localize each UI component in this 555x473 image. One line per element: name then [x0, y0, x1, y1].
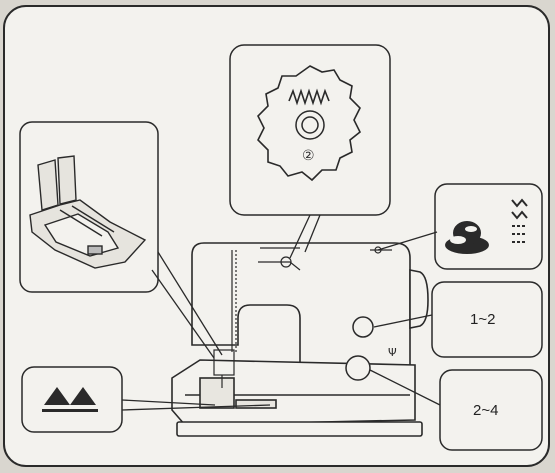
presser-foot-box	[20, 122, 158, 292]
dial-mark-label: Ψ	[388, 346, 397, 359]
lower-dial-setting-label: 2~4	[473, 402, 498, 419]
upper-dial-setting-label: 1~2	[470, 311, 495, 328]
lower-machine-dial	[346, 356, 370, 380]
upper-machine-dial	[353, 317, 373, 337]
thread-spool-box	[435, 184, 542, 269]
stitch-dial-box	[230, 45, 390, 215]
feed-dog-box	[22, 367, 122, 432]
dial-number-label: ②	[302, 148, 315, 164]
